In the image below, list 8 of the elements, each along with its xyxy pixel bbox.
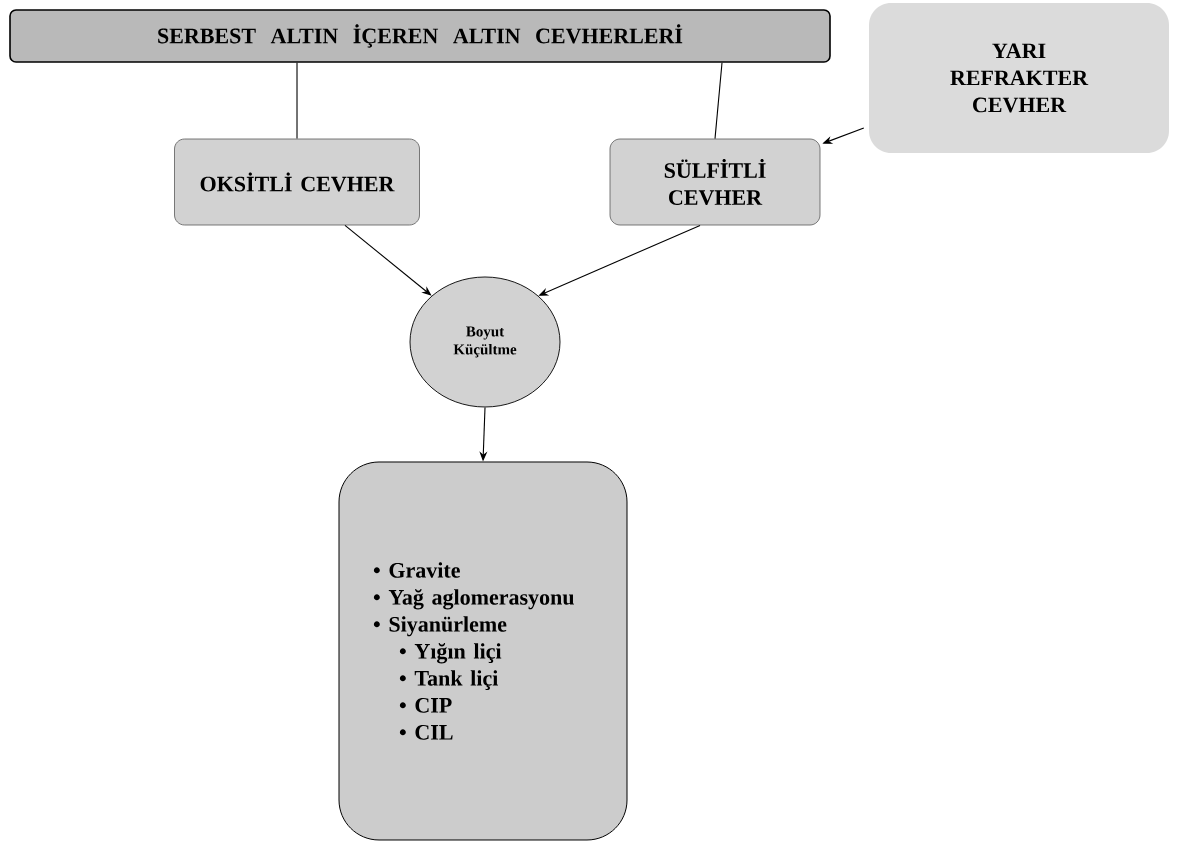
ore-box: YARI REFRAKTER CEVHER xyxy=(869,3,1169,153)
arrow xyxy=(344,224,432,296)
method-list-box: • Gravite • Yağ aglomerasyonu • Siyanürleme • Yığın liçi • Tank liçi • CIP • CIL xyxy=(338,461,628,841)
ore-box: SÜLFİTLİ CEVHER xyxy=(609,138,821,226)
connector-line xyxy=(714,62,723,140)
title-bar: SERBEST ALTIN İÇEREN ALTIN CEVHERLERİ xyxy=(9,9,831,63)
connector-line xyxy=(296,62,298,140)
ore-box: OKSİTLİ CEVHER xyxy=(174,138,420,226)
